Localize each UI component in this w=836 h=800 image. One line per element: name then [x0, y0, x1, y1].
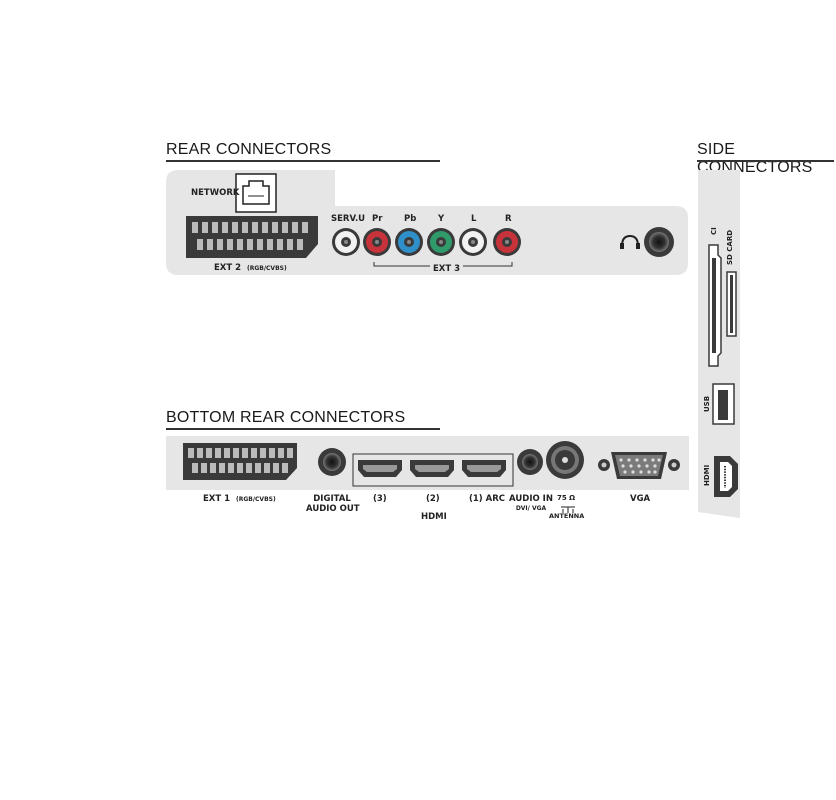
digital-audio-line1: DIGITAL [313, 494, 351, 504]
sd-card-slot[interactable] [726, 271, 737, 337]
ext3-label: EXT 3 [430, 264, 464, 274]
side-hdmi-label: HDMI [703, 464, 711, 486]
digital-audio-out-label: DIGITAL AUDIO OUT [306, 494, 360, 514]
ext2-name: EXT 2 [214, 263, 242, 273]
l-jack[interactable] [459, 228, 487, 256]
pb-jack[interactable] [395, 228, 423, 256]
audio-in-name: AUDIO IN [509, 494, 553, 504]
hdmi1-arc-label: (1) ARC [469, 494, 506, 504]
antenna-ohm-label: 75 Ω [557, 494, 576, 502]
vga-label: VGA [630, 494, 651, 504]
hdmi3-label: (3) [373, 494, 387, 504]
side-hdmi-port[interactable] [714, 456, 738, 497]
hdmi2-label: (2) [426, 494, 440, 504]
bottom-rear-connectors-title: BOTTOM REAR CONNECTORS [166, 409, 406, 426]
usb-label: USB [703, 395, 711, 412]
rear-connectors-title: REAR CONNECTORS [166, 141, 332, 158]
servu-jack[interactable] [332, 228, 360, 256]
y-label: Y [438, 214, 445, 224]
y-jack[interactable] [427, 228, 455, 256]
audio-in-label: AUDIO IN DVI/ VGA [509, 494, 553, 514]
digital-audio-out-jack[interactable] [318, 448, 346, 476]
antenna-label: ANTENNA [549, 512, 585, 520]
headphone-icon [620, 234, 640, 249]
ci-label: CI [710, 227, 718, 235]
hdmi1-arc-port[interactable] [462, 460, 506, 477]
side-usb-port[interactable] [712, 383, 735, 425]
ext1-scart-port[interactable] [183, 443, 297, 480]
sd-card-label: SD CARD [726, 229, 734, 265]
ext1-sub: (RGB/CVBS) [235, 496, 276, 503]
servu-label: SERV.U [331, 214, 366, 224]
hdmi-group-label: HDMI [421, 512, 447, 522]
hdmi-group-box [352, 453, 514, 487]
r-label: R [505, 214, 512, 224]
audio-in-sub: DVI/ VGA [515, 505, 547, 512]
ci-slot[interactable] [708, 244, 722, 367]
ext1-label: EXT 1 (RGB/CVBS) [203, 494, 276, 504]
pr-jack[interactable] [363, 228, 391, 256]
side-title-rule [697, 160, 834, 162]
r-jack[interactable] [493, 228, 521, 256]
ext2-sub: (RGB/CVBS) [246, 265, 287, 272]
l-label: L [471, 214, 477, 224]
ext2-label: EXT 2 (RGB/CVBS) [214, 263, 287, 273]
pr-label: Pr [372, 214, 383, 224]
antenna-symbol-icon [561, 506, 575, 513]
hdmi3-port[interactable] [358, 460, 402, 477]
headphone-jack[interactable] [644, 227, 674, 257]
network-port[interactable] [235, 173, 277, 213]
pb-label: Pb [404, 214, 417, 224]
antenna-port[interactable] [546, 441, 584, 479]
digital-audio-line2: AUDIO OUT [306, 504, 360, 514]
ext2-scart-port[interactable] [186, 216, 318, 258]
ext1-name: EXT 1 [203, 494, 231, 504]
hdmi2-port[interactable] [410, 460, 454, 477]
bottom-title-rule [166, 428, 440, 430]
network-label: NETWORK [191, 188, 240, 198]
vga-port[interactable] [598, 452, 680, 479]
audio-in-jack[interactable] [517, 449, 543, 475]
rear-title-rule [166, 160, 440, 162]
